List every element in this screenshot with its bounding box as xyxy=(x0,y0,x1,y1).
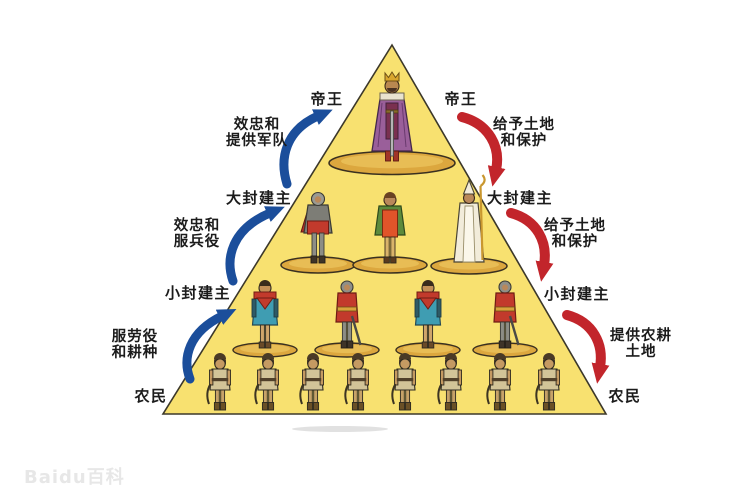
grant-flow-label-3: 提供农耕 土地 xyxy=(610,328,672,360)
grant-arrows xyxy=(457,112,610,384)
loyalty-flow-3-line2: 和耕种 xyxy=(111,345,159,361)
platforms xyxy=(232,256,538,358)
loyalty-flow-label-1: 效忠和 提供军队 xyxy=(226,117,288,149)
bishop-figure xyxy=(453,174,486,263)
grant-flow-1-line1: 给予土地 xyxy=(493,117,555,133)
peasant-label-left: 农民 xyxy=(134,387,168,405)
grant-arrow-1 xyxy=(457,112,506,187)
loyalty-arrow-1 xyxy=(279,109,333,189)
great-lord-label-left: 大封建主 xyxy=(225,189,293,207)
loyalty-flow-2-line2: 服兵役 xyxy=(173,234,221,250)
great-lord-figures xyxy=(300,174,486,264)
ground-shadow xyxy=(292,426,388,432)
lesser-lord-label-left: 小封建主 xyxy=(164,284,232,302)
grant-arrow-3 xyxy=(562,310,610,384)
great-knight-figure xyxy=(300,191,333,264)
emperor-label-right: 帝王 xyxy=(444,90,478,108)
baidu-baike-watermark: Baidu百科 xyxy=(24,467,125,488)
emperor-figure xyxy=(328,71,456,176)
loyalty-arrows xyxy=(182,109,333,384)
grant-flow-label-2: 给予土地 和保护 xyxy=(544,218,606,250)
grant-flow-label-1: 给予土地 和保护 xyxy=(493,117,555,149)
loyalty-flow-2-line1: 效忠和 xyxy=(173,218,221,234)
lesser-lord-platforms xyxy=(232,342,538,358)
grant-flow-3-line2: 土地 xyxy=(625,344,657,360)
loyalty-arrow-3 xyxy=(182,308,237,384)
peasant-label-right: 农民 xyxy=(608,387,642,405)
emperor-label-left: 帝王 xyxy=(310,90,344,108)
grant-flow-2-line1: 给予土地 xyxy=(544,218,606,234)
grant-flow-1-line2: 和保护 xyxy=(500,133,548,149)
great-lord-label-right: 大封建主 xyxy=(486,189,554,207)
loyalty-flow-1-line2: 提供军队 xyxy=(226,133,288,149)
loyalty-flow-label-3: 服劳役 和耕种 xyxy=(112,329,159,361)
grant-arrow-2 xyxy=(506,208,554,282)
great-lord-figure xyxy=(374,192,406,264)
loyalty-flow-label-2: 效忠和 服兵役 xyxy=(174,218,221,250)
loyalty-flow-1-line1: 效忠和 xyxy=(233,117,281,133)
grant-flow-2-line2: 和保护 xyxy=(551,234,599,250)
loyalty-flow-3-line1: 服劳役 xyxy=(111,329,159,345)
loyalty-arrow-2 xyxy=(225,206,285,286)
grant-flow-3-line1: 提供农耕 xyxy=(610,328,672,344)
lesser-lord-label-right: 小封建主 xyxy=(543,285,611,303)
